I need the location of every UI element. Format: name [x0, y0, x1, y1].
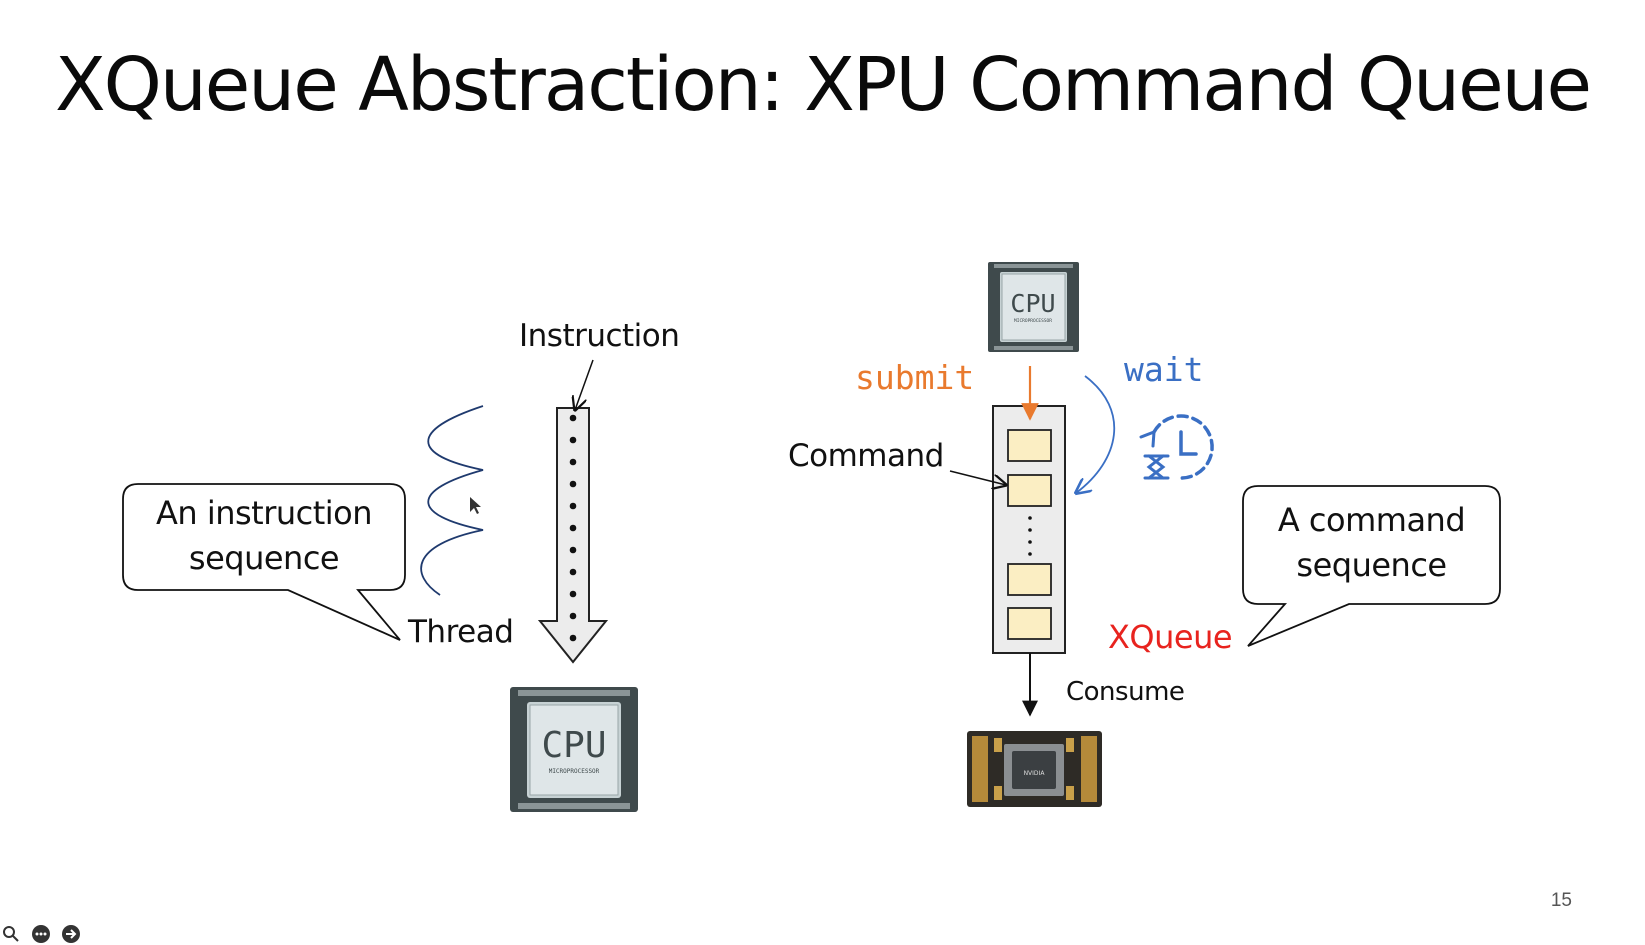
slide-title: XQueue Abstraction: XPU Command Queue [54, 42, 1592, 128]
instruction-sequence-bubble-text: An instruction sequence [123, 491, 405, 581]
instruction-stream-arrow [537, 407, 609, 664]
instruction-dots [569, 414, 577, 642]
mouse-cursor-icon [470, 497, 481, 514]
cpu-chip-bottom [510, 687, 638, 812]
next-icon[interactable] [60, 923, 82, 945]
more-icon[interactable] [30, 923, 52, 945]
page-number: 15 [1550, 890, 1572, 911]
command-label: Command [788, 438, 944, 474]
instruction-pointer [575, 359, 594, 410]
thread-label: Thread [408, 614, 514, 650]
consume-label: Consume [1066, 677, 1185, 707]
command-sequence-bubble [1242, 485, 1501, 647]
command-slot-4 [1007, 607, 1052, 640]
command-slot-2 [1007, 474, 1052, 507]
wait-arrow [1076, 375, 1116, 493]
wait-label: wait [1124, 350, 1204, 389]
instruction-label: Instruction [519, 318, 680, 354]
instruction-bubble-line2: sequence [188, 539, 340, 577]
cpu-chip-top [988, 262, 1079, 352]
submit-label: submit [855, 358, 975, 397]
instruction-bubble-line1: An instruction [155, 494, 373, 532]
cpu-chip-bottom-label: CPU [541, 725, 606, 766]
wait-clock-icon [1139, 414, 1214, 480]
command-bubble-line1: A command [1277, 501, 1466, 539]
thread-wave [420, 405, 484, 596]
gpu-board [967, 731, 1102, 807]
cpu-chip-bottom-sublabel: MICROPROCESSOR [549, 768, 600, 775]
zoom-icon[interactable] [0, 923, 22, 945]
command-pointer [949, 470, 1006, 485]
command-bubble-line2: sequence [1296, 546, 1447, 584]
presentation-toolbar [0, 924, 82, 944]
xqueue-label: XQueue [1108, 618, 1233, 656]
command-slot-ellipsis [1028, 516, 1032, 556]
instruction-sequence-bubble [122, 483, 406, 641]
command-sequence-bubble-text: A command sequence [1243, 498, 1500, 588]
command-slot-1 [1007, 429, 1052, 462]
cpu-chip-top-sublabel: MICROPROCESSOR [1014, 318, 1052, 324]
command-slot-3 [1007, 563, 1052, 596]
gpu-board-label: NVIDIA [1024, 770, 1046, 777]
cpu-chip-top-label: CPU [1010, 289, 1055, 318]
